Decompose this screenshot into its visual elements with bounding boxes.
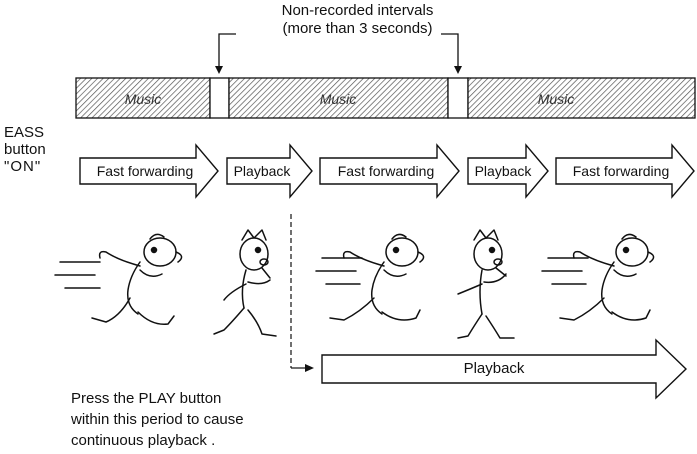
running-figure-icon — [54, 233, 183, 325]
running-figure-icon — [541, 233, 655, 321]
singing-figure-icon — [213, 229, 277, 337]
interval-bracket — [215, 33, 462, 74]
press-play-note: Press the PLAY button within this period… — [71, 388, 311, 451]
sequence-arrows — [79, 143, 695, 199]
note-line-2: within this period to cause — [71, 411, 244, 428]
arrow-label-1: Fast forwarding — [96, 163, 194, 179]
non-recorded-intervals-caption: Non-recorded intervals (more than 3 seco… — [200, 2, 515, 38]
arrow-playback-2 — [467, 143, 549, 199]
arrow-fast-forwarding-2 — [319, 143, 460, 199]
arrow-fast-forwarding-1 — [79, 143, 219, 199]
music-segment-1 — [75, 77, 211, 119]
music-label-2: Music — [319, 91, 357, 107]
arrow-playback-1 — [226, 143, 313, 199]
arrow-label-3: Fast forwarding — [337, 163, 435, 179]
press-period-guide — [290, 214, 314, 372]
gap-segment-2 — [447, 77, 469, 119]
eass-line-2: button — [4, 141, 46, 158]
gap-segment-1 — [209, 77, 230, 119]
eass-line-1: EASS — [4, 124, 45, 141]
music-segment-2 — [228, 77, 449, 119]
arrow-fast-forwarding-3 — [555, 143, 695, 199]
tape-track — [75, 77, 696, 119]
note-line-1: Press the PLAY button — [71, 390, 222, 407]
music-label-1: Music — [124, 91, 162, 107]
eass-line-3: "ON" — [4, 158, 42, 175]
continuous-playback-arrow — [321, 338, 688, 400]
note-line-3: continuous playback . — [71, 432, 216, 449]
eass-button-label: EASS button "ON" — [4, 124, 46, 175]
caption-line-1: Non-recorded intervals — [281, 2, 434, 19]
arrow-label-2: Playback — [233, 163, 291, 179]
music-segment-3 — [467, 77, 696, 119]
continuous-playback-label: Playback — [463, 360, 525, 377]
music-label-3: Music — [537, 91, 575, 107]
running-figure-icon — [315, 233, 425, 321]
arrow-label-4: Playback — [474, 163, 532, 179]
singing-figure-icon — [457, 229, 515, 339]
arrow-label-5: Fast forwarding — [572, 163, 670, 179]
caption-line-2: (more than 3 seconds) — [282, 20, 433, 37]
